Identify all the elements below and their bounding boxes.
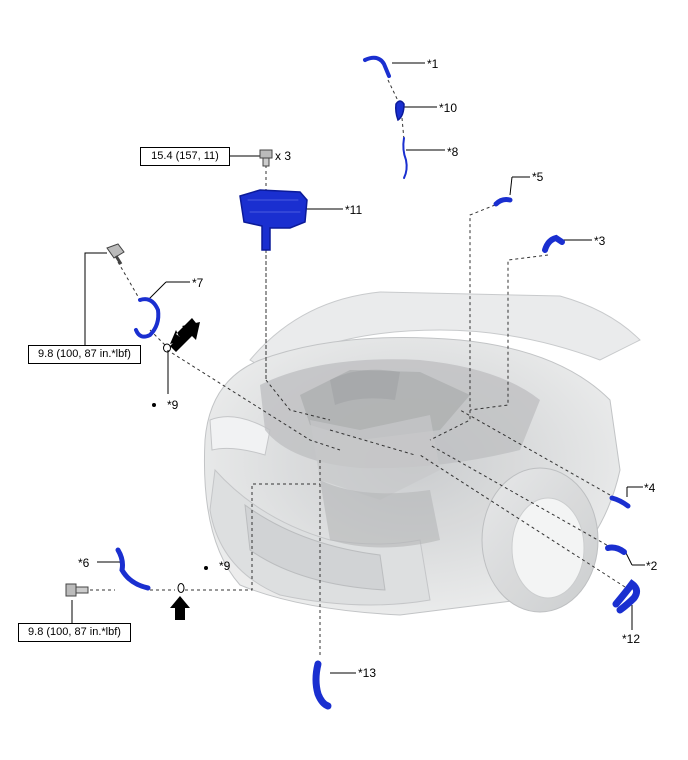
- callout-7: *7: [192, 276, 204, 290]
- bolt-icon: [65, 583, 89, 597]
- parts: [115, 55, 641, 710]
- callout-3: *3: [594, 234, 606, 248]
- vehicle-illustration: [203, 291, 641, 616]
- callout-13: *13: [358, 666, 377, 680]
- torque-label-top: 15.4 (157, 11): [140, 147, 230, 166]
- callout-5: *5: [532, 170, 544, 184]
- arrow-icon: [170, 596, 190, 620]
- callout-4: *4: [644, 481, 656, 495]
- dot-marker: [204, 566, 208, 570]
- torque-label-left-lower: 9.8 (100, 87 in.*lbf): [18, 623, 131, 642]
- quantity-label: x 3: [275, 149, 292, 163]
- callout-12: *12: [622, 632, 641, 646]
- dot-marker: [152, 403, 156, 407]
- dashed-guides: [90, 79, 626, 655]
- bolt-icon: [106, 243, 125, 265]
- bolt-icon: [259, 149, 273, 167]
- callout-9-upper: *9: [167, 398, 179, 412]
- torque-label-left-upper: 9.8 (100, 87 in.*lbf): [28, 345, 141, 364]
- o-ring-icon: [177, 583, 185, 593]
- arrow-icon: [170, 318, 200, 352]
- callout-1: *1: [427, 57, 439, 71]
- callout-6: *6: [78, 556, 90, 570]
- callout-11: *11: [345, 203, 363, 217]
- callout-8: *8: [447, 145, 459, 159]
- reservoir-tank: [239, 189, 308, 251]
- callout-2: *2: [646, 559, 658, 573]
- o-ring-icon: [163, 343, 171, 353]
- callout-10: *10: [439, 101, 458, 115]
- callout-9-lower: *9: [219, 559, 231, 573]
